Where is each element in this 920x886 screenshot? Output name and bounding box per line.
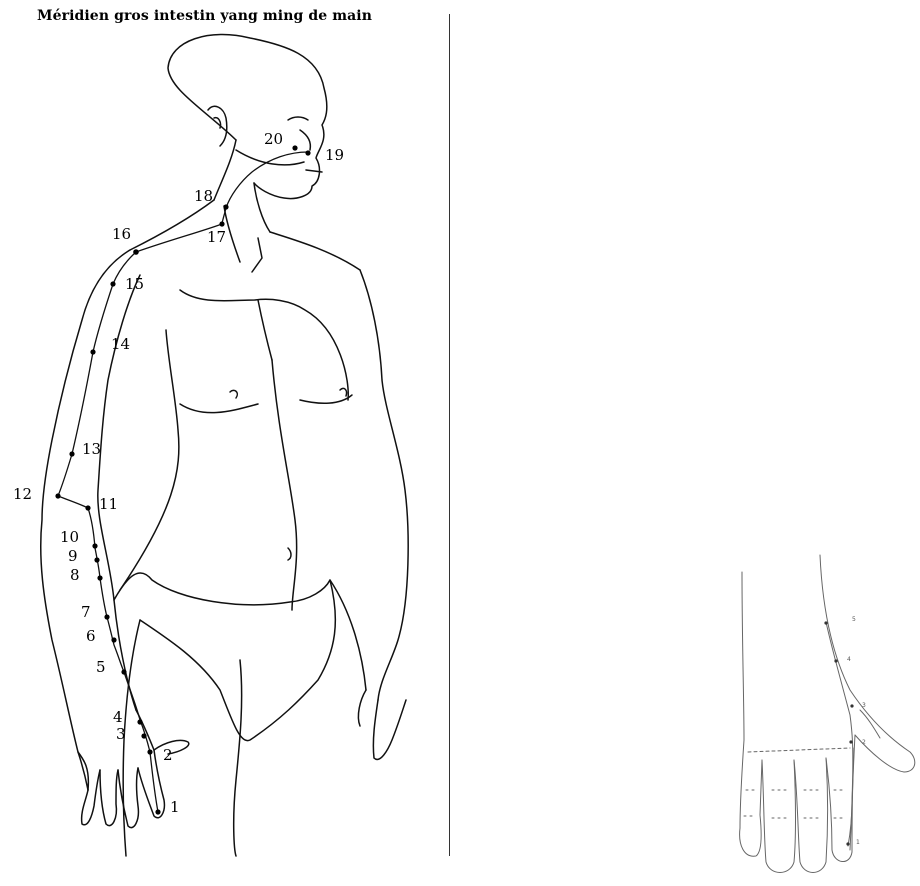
hand-point-label-5: 5: [852, 617, 856, 623]
hand-point-label-3: 3: [862, 703, 866, 709]
hand-point-label-1: 1: [856, 840, 860, 846]
hand-point-label-4: 4: [847, 657, 851, 663]
hand-point-label-2: 2: [862, 740, 866, 746]
